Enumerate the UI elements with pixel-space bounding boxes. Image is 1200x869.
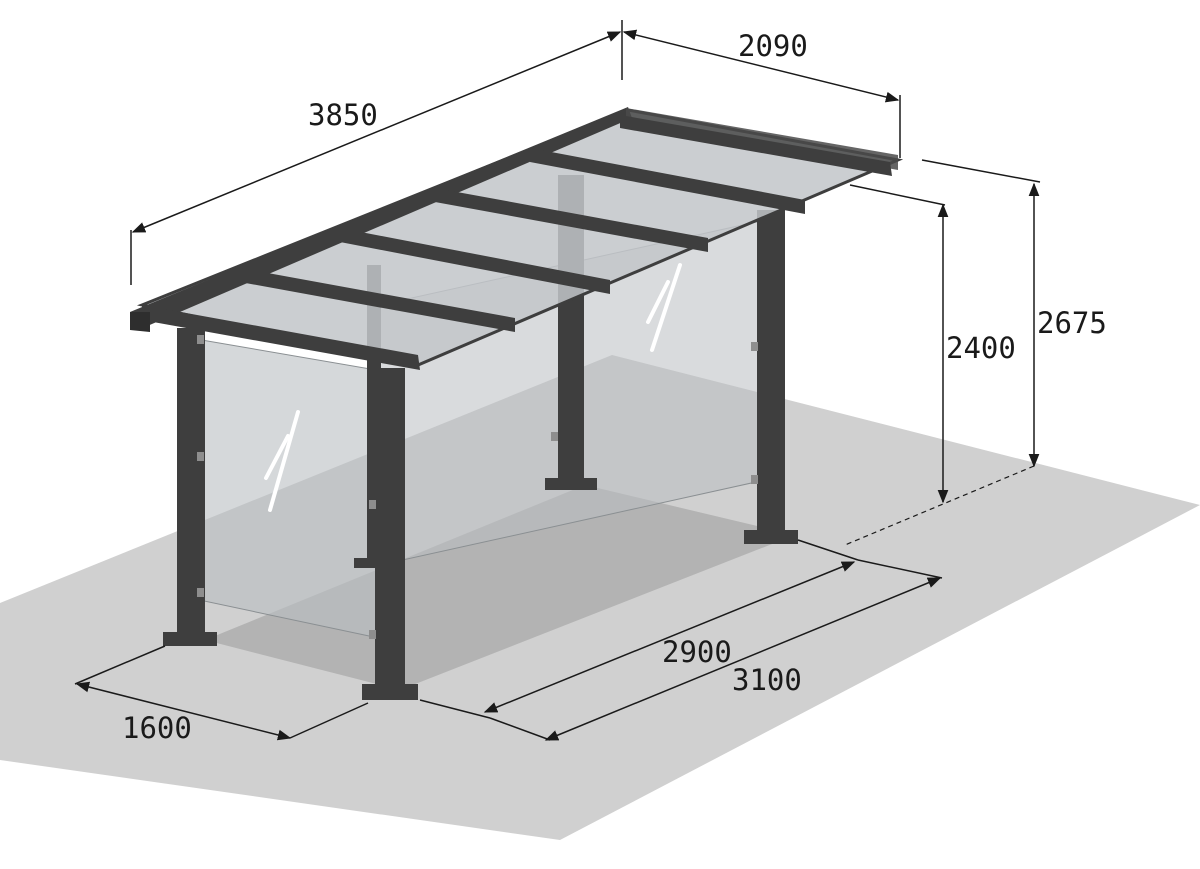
back-post-right bbox=[744, 210, 798, 544]
dim-label-2400: 2400 bbox=[946, 331, 1016, 365]
dim-label-2900: 2900 bbox=[662, 635, 732, 669]
dim-label-3100: 3100 bbox=[732, 663, 802, 697]
dim-label-1600: 1600 bbox=[122, 711, 192, 745]
dimension-clear-height: 2400 bbox=[849, 184, 1016, 504]
dimension-outer-spacing: 3100 bbox=[489, 559, 943, 741]
dim-label-2090: 2090 bbox=[738, 29, 808, 63]
front-post-right bbox=[362, 368, 418, 700]
front-post-left bbox=[163, 328, 217, 646]
dimension-base-depth: 1600 bbox=[74, 645, 369, 745]
side-glass-panel bbox=[189, 337, 389, 641]
glass-reflection bbox=[264, 263, 682, 512]
dim-label-2675: 2675 bbox=[1037, 306, 1107, 340]
glass-clamp bbox=[197, 335, 758, 639]
dimension-top-width: 2090 bbox=[622, 29, 901, 158]
dimension-top-length: 3850 bbox=[130, 20, 623, 285]
roof-beam-front bbox=[130, 305, 420, 370]
dim-label-3850: 3850 bbox=[308, 98, 378, 132]
dimension-total-height: 2675 bbox=[844, 159, 1107, 546]
